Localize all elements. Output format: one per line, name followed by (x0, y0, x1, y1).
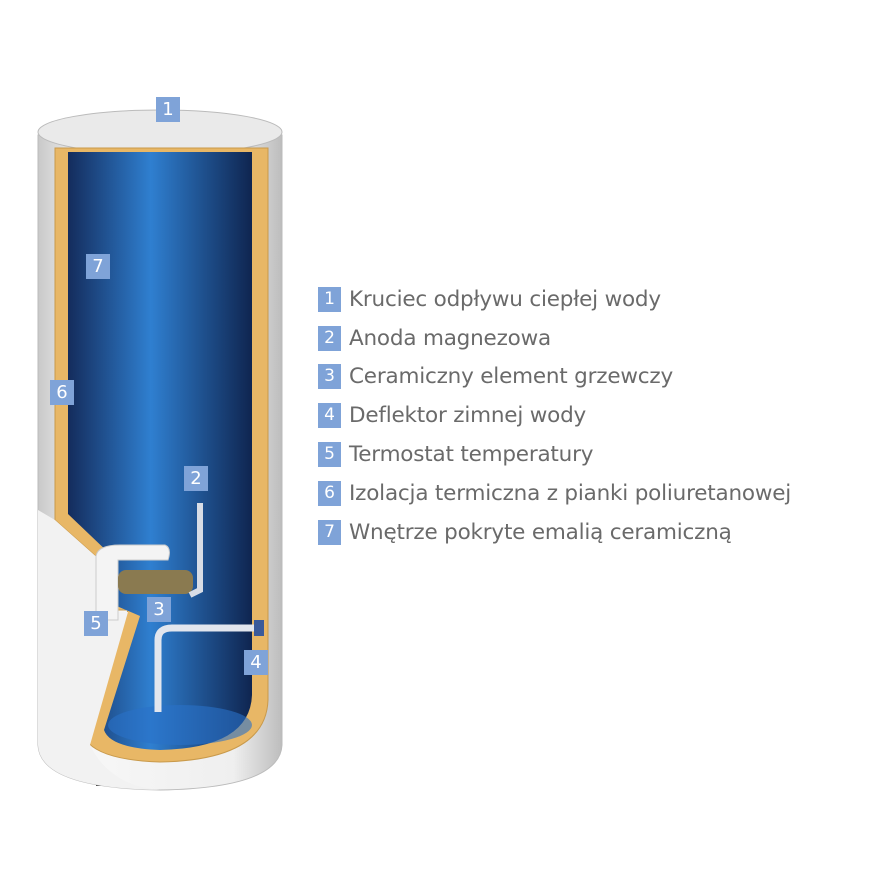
inlet-fitting (254, 620, 264, 636)
legend-label: Termostat temperatury (349, 442, 594, 468)
legend-item: 1 Kruciec odpływu ciepłej wody (318, 280, 791, 319)
legend-number: 2 (318, 325, 341, 351)
legend-label: Anoda magnezowa (349, 325, 551, 351)
legend-number: 3 (318, 364, 341, 390)
legend-label: Deflektor zimnej wody (349, 403, 587, 429)
legend-item: 7 Wnętrze pokryte emalią ceramiczną (318, 513, 791, 552)
cutaway-front (38, 510, 160, 790)
legend: 1 Kruciec odpływu ciepłej wody 2 Anoda mag… (318, 280, 791, 552)
cold-water-pipe (154, 624, 258, 712)
callout-4: 4 (244, 650, 268, 675)
callout-3: 3 (147, 597, 171, 622)
legend-item: 6 Izolacja termiczna z pianki poliuretano… (318, 474, 791, 513)
legend-number: 7 (318, 519, 341, 545)
callout-5: 5 (84, 611, 108, 636)
thermostat-housing (95, 544, 170, 621)
heating-element (118, 570, 193, 594)
callout-2: 2 (184, 466, 208, 491)
legend-label: Ceramiczny element grzewczy (349, 364, 673, 390)
anode-rod (188, 503, 203, 598)
legend-number: 5 (318, 442, 341, 468)
legend-item: 3 Ceramiczny element grzewczy (318, 358, 791, 397)
legend-item: 4 Deflektor zimnej wody (318, 396, 791, 435)
legend-label: Izolacja termiczna z pianki poliuretanow… (349, 480, 792, 506)
legend-number: 4 (318, 403, 341, 429)
callout-6: 6 (50, 380, 74, 405)
legend-number: 6 (318, 480, 341, 506)
legend-item: 2 Anoda magnezowa (318, 319, 791, 358)
legend-number: 1 (318, 286, 341, 312)
callout-1: 1 (156, 97, 180, 122)
legend-label: Wnętrze pokryte emalią ceramiczną (349, 519, 732, 545)
legend-item: 5 Termostat temperatury (318, 435, 791, 474)
tank-bottom (108, 705, 252, 745)
callout-7: 7 (86, 254, 110, 279)
legend-label: Kruciec odpływu ciepłej wody (349, 286, 661, 312)
